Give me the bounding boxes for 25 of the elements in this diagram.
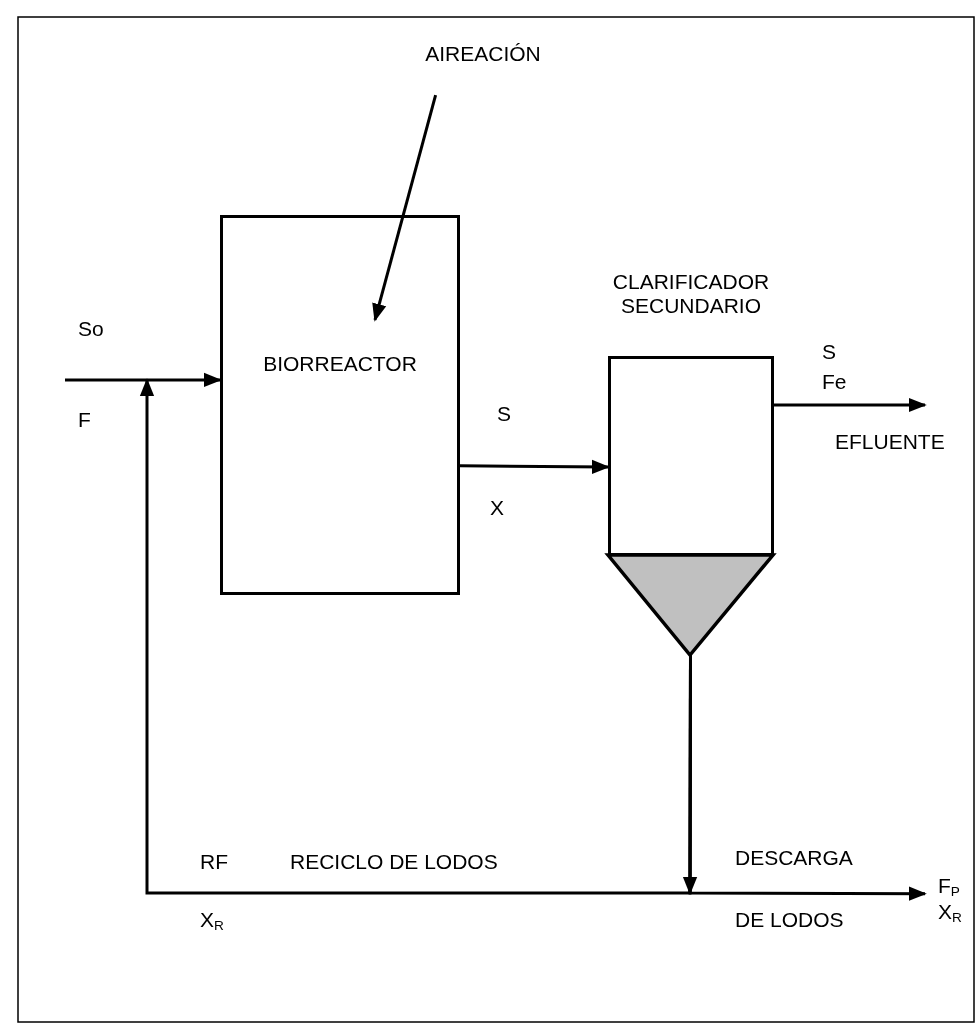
stream-label: EFLUENTE <box>835 430 945 455</box>
tank-label: BIORREACTOR <box>263 352 417 377</box>
stream-label: F <box>78 408 91 433</box>
stream-label: DE LODOS <box>735 908 844 933</box>
stream-label: RF <box>200 850 228 875</box>
stream-label: F$_{P}$ <box>938 874 961 901</box>
arrow <box>688 655 927 901</box>
sludge-hopper <box>604 553 777 658</box>
stream-label: RECICLO DE LODOS <box>290 850 498 875</box>
arrow <box>774 397 927 413</box>
stream-label: Fe <box>822 370 847 395</box>
arrow <box>139 378 692 895</box>
arrow <box>372 94 438 322</box>
arrow <box>460 459 610 475</box>
stream-label: X$_{R}$ <box>938 900 962 927</box>
stream-label: DESCARGA <box>735 846 853 871</box>
stream-label: So <box>78 317 104 342</box>
stream-label: X <box>490 496 504 521</box>
stream-label: S <box>497 402 511 427</box>
arrow <box>65 372 222 388</box>
biorreactor-tank <box>220 215 460 595</box>
process-label: AIREACIÓN <box>425 42 541 67</box>
tank-title: CLARIFICADOR SECUNDARIO <box>611 270 771 319</box>
stream-label: X$_{R}$ <box>200 908 224 935</box>
stream-label: S <box>822 340 836 365</box>
